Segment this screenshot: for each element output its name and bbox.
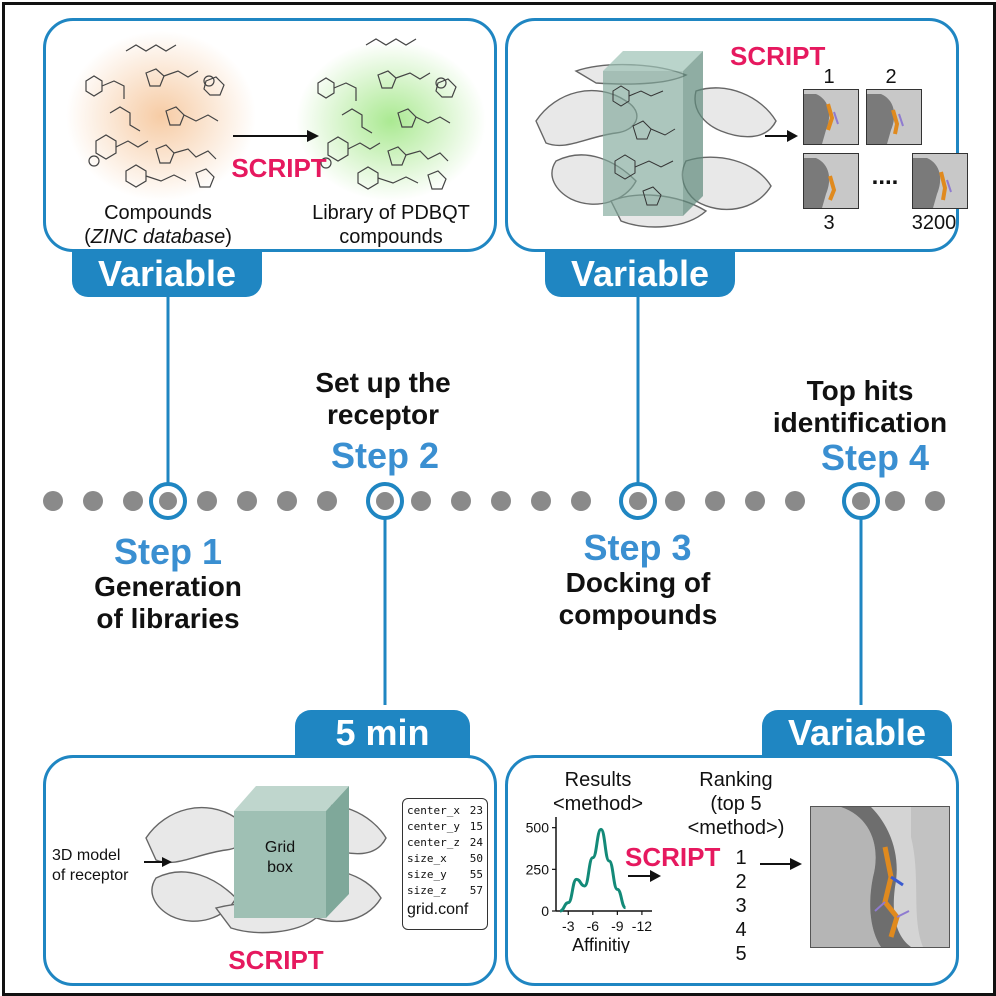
script-label: SCRIPT [228, 945, 324, 975]
x-tick-label: -6 [587, 918, 600, 934]
script-label: SCRIPT [231, 153, 327, 183]
grid-param-key: size_y [407, 868, 447, 881]
pose-label: 3 [823, 212, 835, 234]
affinity-series-line [559, 827, 627, 913]
ranking-item: 4 [735, 919, 747, 941]
panel-setup-receptor: Grid box 3D model of receptor center_x 23… [43, 755, 497, 986]
grid-param-row: center_z 24 [407, 835, 487, 851]
grid-param-key: size_z [407, 884, 447, 897]
target-caption-line2: compounds [339, 226, 443, 248]
grid-param-row: size_z 57 [407, 883, 487, 899]
panel-generation-libraries: SCRIPT Compounds (ZINC database) Library… [43, 18, 497, 252]
source-caption-database: ZINC database [90, 226, 226, 248]
pose-thumbnail [803, 153, 859, 209]
arrow-right-icon [760, 858, 802, 870]
top-hit-surface-image [810, 806, 950, 948]
arrow-right-icon [144, 857, 172, 867]
target-caption: Library of PDBQT compounds [296, 201, 486, 249]
x-axis-label: Affinitiy [572, 935, 630, 953]
grid-box-label: Grid box [264, 839, 296, 876]
arrow-right-icon [628, 870, 661, 882]
timeline-dots [43, 491, 945, 511]
script-label: SCRIPT [625, 842, 721, 872]
grid-box-docking [603, 51, 703, 216]
grid-param-value: 23 [469, 804, 483, 817]
grid-param-row: center_y 15 [407, 819, 487, 835]
pose-label: 1 [823, 66, 835, 88]
pose-thumbnail [803, 89, 859, 145]
compound-cluster-source [66, 31, 256, 201]
y-tick-label: 0 [541, 903, 549, 919]
x-tick-label: -12 [632, 918, 652, 934]
ranking-item: 2 [735, 871, 747, 893]
time-badge-step3: Variable [545, 251, 735, 297]
target-caption-line1: Library of PDBQT [312, 202, 470, 224]
ellipsis: .... [871, 163, 899, 190]
step2-number: Step 2 [330, 435, 440, 476]
step2-description: Set up the receptor [315, 367, 451, 430]
x-tick-label: -9 [611, 918, 624, 934]
pose-thumbnail [912, 153, 968, 209]
grid-box [234, 786, 349, 918]
grid-param-key: center_z [407, 836, 460, 849]
pose-label: 2 [885, 66, 897, 88]
step1-description: Generation of libraries [94, 571, 242, 634]
timeline [43, 297, 945, 705]
step1-number: Step 1 [113, 531, 223, 572]
y-tick-label: 500 [526, 820, 550, 836]
pose-thumbnail [866, 89, 922, 145]
ranking-item: 3 [735, 895, 747, 917]
step3-description: Docking of compounds [558, 567, 718, 630]
script-label: SCRIPT [730, 41, 826, 71]
grid-param-key: size_x [407, 852, 447, 865]
panel-docking-compounds: SCRIPT 1 2 .... 3 3200 [505, 18, 968, 252]
grid-param-key: center_x [407, 804, 460, 817]
step4-description: Top hits identification [772, 375, 948, 438]
results-title: Results <method> [552, 769, 644, 815]
time-badge-step2: 5 min [295, 710, 470, 756]
ranking-item: 5 [735, 943, 747, 965]
y-tick-label: 250 [526, 861, 550, 877]
time-badge-step1: Variable [72, 251, 262, 297]
source-caption-line1: Compounds [104, 202, 212, 224]
grid-param-row: size_x 50 [407, 851, 487, 867]
ranking-title: Ranking (top 5 <method>) [687, 769, 785, 839]
source-caption: Compounds (ZINC database) [68, 201, 248, 249]
x-tick-label: -3 [562, 918, 575, 934]
grid-param-value: 55 [469, 868, 483, 881]
grid-param-row: center_x 23 [407, 803, 487, 819]
grid-param-key: center_y [407, 820, 460, 833]
step3-number: Step 3 [583, 527, 692, 568]
grid-param-row: size_y 55 [407, 867, 487, 883]
ranking-item: 1 [735, 847, 747, 869]
compound-cluster-library [296, 38, 486, 201]
arrow-right-icon [233, 130, 319, 142]
grid-param-value: 24 [469, 836, 483, 849]
time-badge-step4: Variable [762, 710, 952, 756]
step4-number: Step 4 [820, 437, 930, 478]
arrow-right-icon [765, 130, 798, 142]
grid-param-value: 57 [469, 884, 483, 897]
grid-param-value: 50 [469, 852, 483, 865]
grid-param-value: 15 [469, 820, 483, 833]
grid-file-name: grid.conf [407, 901, 469, 918]
receptor-label: 3D model of receptor [52, 847, 129, 884]
pose-label: 3200 [911, 212, 957, 234]
